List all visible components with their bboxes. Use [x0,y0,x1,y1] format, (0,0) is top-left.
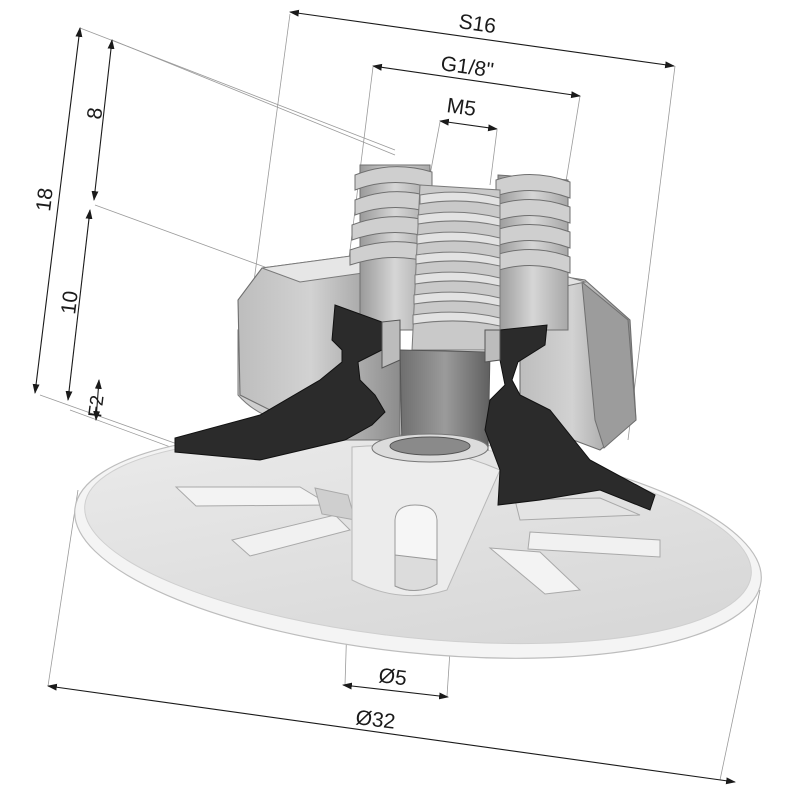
dimension-lines [32,9,736,785]
dim-label-d5: Ø5 [377,664,408,690]
dim-label-s16: S16 [457,10,497,38]
dim-label-f2: F2 [85,394,109,419]
rubber-section [174,304,656,511]
dim-line-h8 [91,39,115,201]
dim-label-h18: 18 [32,187,58,213]
dim-label-h10: 10 [57,290,83,316]
dim-label-d32: Ø32 [354,706,396,734]
dim-line-d32 [47,683,736,785]
dim-line-f2 [93,379,102,421]
dim-line-h18 [32,27,83,394]
dim-line-m5 [439,118,498,132]
dim-label-h8: 8 [83,106,107,120]
dim-line-g18 [372,63,581,99]
dimension-labels: S16 G1/8" M5 18 8 10 F2 Ø5 Ø32 [32,10,497,734]
dim-line-s16 [289,9,675,69]
internal-thread [371,184,501,463]
dim-line-h10 [65,209,93,401]
dim-label-m5: M5 [445,94,477,121]
dim-label-g18: G1/8" [439,52,495,82]
